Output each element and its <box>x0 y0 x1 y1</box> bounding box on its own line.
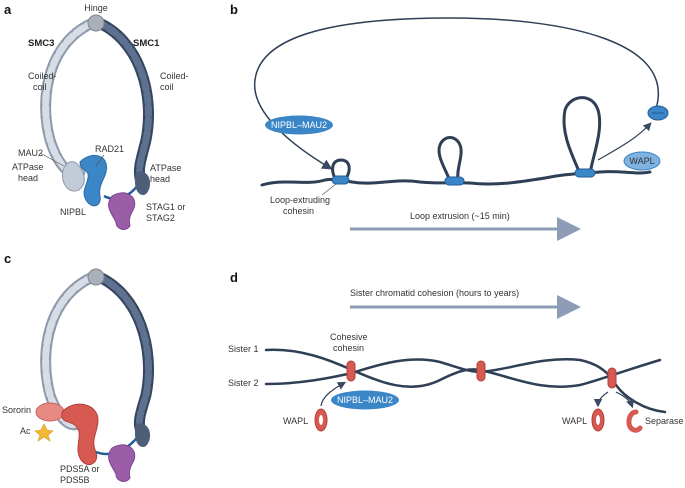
release-arrow-wapl <box>593 391 609 408</box>
hinge-label: Hinge <box>84 3 108 13</box>
cohesive-label-1: Cohesive <box>330 332 368 342</box>
cohesin-ring-b3 <box>574 168 596 178</box>
sororin-shape <box>35 402 65 422</box>
wapl-left-label: WAPL <box>283 416 308 426</box>
separase-label: Separase <box>645 416 684 426</box>
nipbl-label: NIPBL <box>60 207 86 217</box>
atpase-head-left-label-2: head <box>18 173 38 183</box>
panel-c-labels: Sororin Ac PDS5A or PDS5B <box>2 405 100 485</box>
panel-a-labels: Hinge SMC3 SMC1 Coiled- coil Coiled- coi… <box>12 3 189 223</box>
cohesin-ring-b2 <box>444 176 465 186</box>
wapl-right-label: WAPL <box>562 416 587 426</box>
cohesive-cohesin-ring-1 <box>346 360 356 382</box>
cohesive-cohesin-ring-3 <box>607 367 617 389</box>
panel-d-diagram: Sister chromatid cohesion (hours to year… <box>228 288 684 433</box>
sororin-label: Sororin <box>2 405 31 415</box>
panel-label-d: d <box>230 270 238 285</box>
panel-label-a: a <box>4 2 12 17</box>
cohesin-ring-b1 <box>331 175 350 185</box>
pds5-label-1: PDS5A or <box>60 464 100 474</box>
mau2-shape <box>62 161 85 192</box>
nipbl-mau2-pill-b <box>265 115 333 135</box>
sister1-label: Sister 1 <box>228 344 259 354</box>
sister2-line <box>264 358 667 414</box>
wapl-left-arrow <box>320 381 347 407</box>
loop-extruding-label-2: cohesin <box>283 206 314 216</box>
loop-extrusion-label: Loop extrusion (~15 min) <box>410 211 510 221</box>
ac-label: Ac <box>20 426 31 436</box>
sister2-label: Sister 2 <box>228 378 259 388</box>
atpase-head-right-label-2: head <box>150 174 170 184</box>
stag-label-2: STAG2 <box>146 213 175 223</box>
loop-extruding-label-1: Loop-extruding <box>270 195 330 205</box>
release-arrow <box>597 122 652 161</box>
pds5-shape <box>61 403 99 466</box>
separase-ring <box>626 409 643 433</box>
release-arrow-separase <box>615 391 635 409</box>
panel-b-diagram: NIPBL–MAU2 WAPL Loop-extruding cohesin L… <box>254 17 669 241</box>
smc3-label: SMC3 <box>28 38 54 49</box>
smc1-head <box>134 171 151 196</box>
panel-label-b: b <box>230 2 238 17</box>
stag-label-1: STAG1 or <box>146 202 185 212</box>
ac-star <box>34 423 54 442</box>
loop-small <box>331 158 351 181</box>
loop-medium <box>437 136 463 182</box>
stag-shape <box>108 192 136 230</box>
coiled-coil-right-label-1: Coiled- <box>160 71 189 81</box>
cohesive-cohesin-ring-2 <box>476 360 486 382</box>
rad21-label: RAD21 <box>95 144 124 154</box>
coiled-coil-left-label-2: coil <box>33 82 47 92</box>
stag-shape-c <box>108 444 136 482</box>
cohesin-complex-a <box>40 14 154 230</box>
sister-cohesion-label: Sister chromatid cohesion (hours to year… <box>350 288 519 298</box>
smc1-label: SMC1 <box>133 38 160 49</box>
nipbl-shape <box>79 154 108 207</box>
panel-label-c: c <box>4 251 11 266</box>
wapl-label-b: WAPL <box>629 156 654 166</box>
nipbl-mau2-pill-d <box>331 390 399 410</box>
loop-large <box>562 96 602 175</box>
hinge <box>87 14 105 32</box>
atpase-head-left-label-1: ATPase <box>12 162 43 172</box>
smc1-head-c <box>134 423 151 448</box>
cohesin-complex-c <box>34 268 154 482</box>
mau2-label: MAU2 <box>18 148 43 158</box>
wapl-pill-b <box>623 151 661 171</box>
recycling-arc <box>254 17 659 170</box>
pds5-label-2: PDS5B <box>60 475 90 485</box>
coiled-coil-right-label-2: coil <box>160 82 174 92</box>
coiled-coil-left-label-1: Coiled- <box>28 71 57 81</box>
cohesive-label-2: cohesin <box>333 343 364 353</box>
nipbl-mau2-label-b: NIPBL–MAU2 <box>271 120 327 130</box>
nipbl-mau2-label-d: NIPBL–MAU2 <box>337 395 393 405</box>
hinge-c <box>87 268 105 286</box>
atpase-head-right-label-1: ATPase <box>150 163 181 173</box>
